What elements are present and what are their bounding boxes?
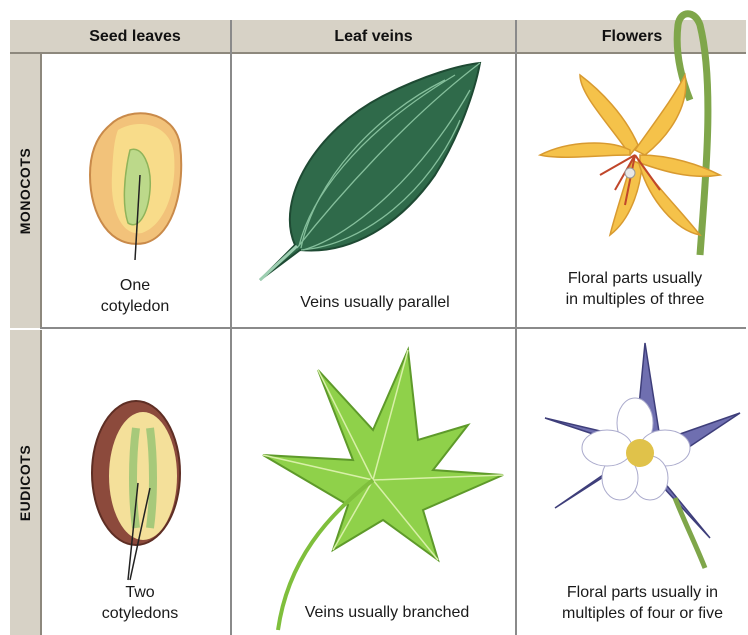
caption-eudicot-seed: Two cotyledons — [85, 582, 195, 624]
monocot-flower-illustration — [530, 5, 730, 260]
caption-eudicot-leaf: Veins usually branched — [272, 602, 502, 623]
row-label-eudicots-band: EUDICOTS — [10, 330, 42, 635]
eudicot-flower-illustration — [535, 338, 745, 568]
caption-monocot-leaf: Veins usually parallel — [260, 292, 490, 313]
caption-monocot-flower: Floral parts usually in multiples of thr… — [530, 268, 740, 310]
caption-eudicot-flower: Floral parts usually in multiples of fou… — [540, 582, 745, 624]
eudicot-leaf-illustration — [258, 345, 508, 630]
header-seed-leaves: Seed leaves — [40, 20, 230, 52]
row-label-eudicots: EUDICOTS — [17, 444, 33, 520]
monocot-leaf-illustration — [255, 60, 485, 285]
row-label-monocots: MONOCOTS — [17, 148, 33, 234]
row-divider — [40, 327, 746, 329]
caption-monocot-seed: One cotyledon — [80, 275, 190, 317]
monocot-seed-illustration — [80, 105, 200, 255]
header-leaf-veins: Leaf veins — [232, 20, 515, 52]
row-label-monocots-band: MONOCOTS — [10, 54, 42, 328]
eudicot-seed-illustration — [88, 398, 198, 583]
